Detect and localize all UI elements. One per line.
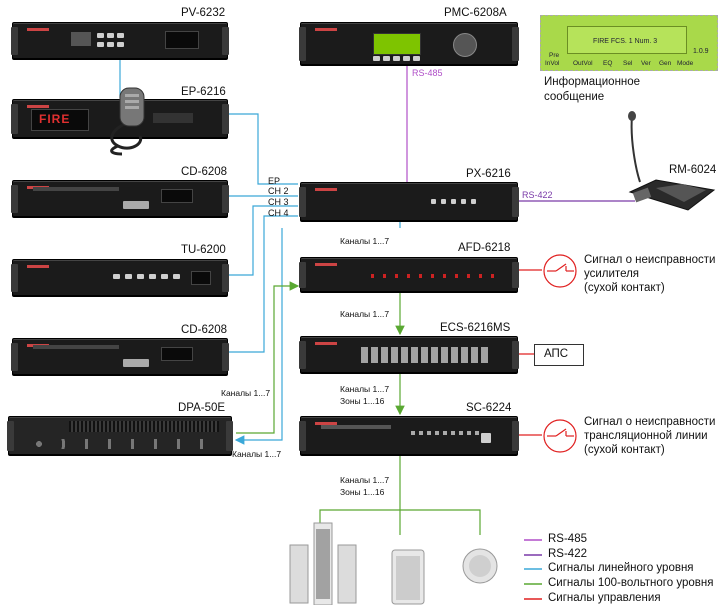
lcd-key-gen: Gen — [659, 60, 672, 67]
legend-control: Сигналы управления — [548, 592, 661, 604]
tu-ch3-line — [228, 205, 298, 276]
amp-fault-line2: усилителя — [584, 268, 640, 280]
ep-tag: EP — [268, 176, 281, 186]
pv6232-label: PV-6232 — [181, 7, 226, 19]
lcd-key-invol: InVol — [545, 60, 560, 67]
line-fault-contact-icon — [543, 419, 577, 453]
aps-label: АПС — [544, 348, 569, 360]
afd-dpa-line — [234, 228, 283, 445]
lcd-key-eq: EQ — [603, 60, 613, 67]
rm6024-label: RM-6024 — [669, 164, 717, 176]
tu6200-label: TU-6200 — [181, 244, 226, 256]
lcd-zoom-panel: FIRE FCS. 1 Num. 3 1.0.9 Pre InVol OutVo… — [540, 15, 718, 71]
afd-in-channels: Каналы 1...7 — [340, 236, 390, 246]
dpa50e-unit — [7, 416, 233, 456]
paging-console-icon — [628, 111, 716, 211]
ecs6216ms-unit — [299, 336, 519, 374]
pmc6208a-label: PMC-6208A — [444, 7, 507, 19]
afd6218-label: AFD-6218 — [458, 242, 511, 254]
rs422-tag: RS-422 — [522, 190, 553, 200]
sc-out-zones: Зоны 1...16 — [340, 487, 385, 497]
column-speaker-group-icon — [289, 522, 357, 605]
box-speaker-icon — [391, 549, 425, 605]
ecs6216ms-label: ECS-6216MS — [440, 322, 511, 334]
amp-fault-contact-icon — [543, 254, 577, 288]
ch4-tag: CH 4 — [268, 208, 289, 218]
legend-rs422: RS-422 — [548, 548, 587, 560]
afd-out-channels: Каналы 1...7 — [340, 309, 390, 319]
legend-line-level: Сигналы линейного уровня — [548, 562, 694, 574]
px6216-unit — [299, 182, 519, 222]
ceiling-speaker-icon — [462, 548, 498, 584]
lcd-version: 1.0.9 — [693, 48, 709, 55]
lcd-key-outvol: OutVol — [573, 60, 593, 67]
cd-ch4-line — [228, 215, 298, 353]
pv6232-unit — [11, 22, 229, 60]
microphone-icon — [110, 87, 145, 156]
info-message-line1: Информационное — [544, 76, 641, 88]
lcd-key-ver: Ver — [641, 60, 651, 67]
lcd-key-sel: Sel — [623, 60, 633, 67]
dpa50e-label: DPA-50E — [178, 402, 226, 414]
ecs-out-channels: Каналы 1...7 — [340, 384, 390, 394]
dpa-in-channels: Каналы 1...7 — [221, 388, 271, 398]
lcd-key-mode: Mode — [677, 60, 694, 67]
ch2-tag: CH 2 — [268, 186, 289, 196]
sc6224-label: SC-6224 — [466, 402, 512, 414]
amp-fault-line1: Сигнал о неисправности — [584, 254, 716, 266]
line-fault-line1: Сигнал о неисправности — [584, 416, 716, 428]
sc-out-channels: Каналы 1...7 — [340, 475, 390, 485]
lcd-screen — [567, 26, 687, 54]
ep-fire-display: FIRE — [39, 112, 71, 126]
cd6208-top-unit — [11, 180, 229, 218]
cd6208-bottom-label: CD-6208 — [181, 324, 228, 336]
cd6208-bottom-unit — [11, 338, 229, 376]
ep6216-label: EP-6216 — [181, 86, 226, 98]
line-fault-line2: трансляционной линии — [584, 430, 708, 442]
line-fault-line3: (сухой контакт) — [584, 444, 665, 456]
aps-box: АПС — [534, 344, 584, 366]
legend-100v: Сигналы 100-вольтного уровня — [548, 577, 714, 589]
px6216-label: PX-6216 — [466, 168, 511, 180]
ch3-tag: CH 3 — [268, 197, 289, 207]
afd6218-unit — [299, 257, 519, 293]
legend-rs485: RS-485 — [548, 533, 587, 545]
dpa-out-channels: Каналы 1...7 — [232, 449, 282, 459]
lcd-key-pre: Pre — [549, 52, 560, 59]
ecs-out-zones: Зоны 1...16 — [340, 396, 385, 406]
tu6200-unit — [11, 259, 229, 297]
dpa-afd-line — [236, 281, 300, 434]
pmc6208a-unit — [299, 22, 519, 66]
info-message-line2: сообщение — [544, 91, 605, 103]
cd6208-top-label: CD-6208 — [181, 166, 228, 178]
sc6224-unit — [299, 416, 519, 456]
lcd-line1: FIRE FCS. 1 Num. 3 — [593, 38, 658, 45]
rs485-tag: RS-485 — [412, 68, 443, 78]
amp-fault-line3: (сухой контакт) — [584, 282, 665, 294]
ep-px-line — [228, 113, 298, 185]
